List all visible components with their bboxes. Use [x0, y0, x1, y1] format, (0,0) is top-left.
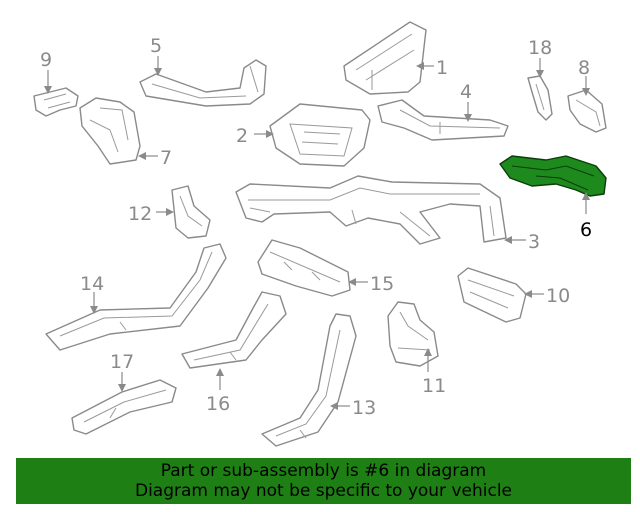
callout-label-7: 7: [160, 147, 172, 169]
arrow-2: [266, 130, 274, 138]
callout-label-16: 16: [206, 393, 230, 415]
callout-label-17: 17: [110, 351, 134, 373]
part-2: [269, 103, 371, 167]
callout-label-15: 15: [370, 273, 394, 295]
arrow-16: [216, 368, 224, 376]
callout-label-4: 4: [460, 81, 472, 103]
banner-line-1: Part or sub-assembly is #6 in diagram: [160, 461, 487, 481]
part-11: [387, 301, 439, 367]
part-3: [235, 175, 507, 245]
arrow-13: [330, 402, 338, 410]
arrow-9: [44, 86, 52, 94]
callout-label-3: 3: [528, 231, 540, 253]
part-13: [261, 313, 357, 447]
callout-label-13: 13: [352, 397, 376, 419]
callout-label-1: 1: [436, 57, 448, 79]
callout-label-12: 12: [128, 203, 152, 225]
part-10: [457, 267, 527, 323]
arrow-3: [504, 236, 512, 244]
arrow-7: [138, 152, 146, 160]
parts-diagram: 9 7 5 1 18 8 4: [33, 21, 607, 447]
callout-label-2: 2: [236, 125, 248, 147]
arrow-18: [536, 70, 544, 78]
part-14: [45, 243, 227, 351]
arrow-5: [154, 68, 162, 76]
callout-label-14: 14: [80, 273, 104, 295]
part-17: [71, 379, 177, 435]
callout-label-8: 8: [578, 57, 590, 79]
arrow-14: [90, 306, 98, 314]
arrow-10: [524, 290, 532, 298]
part-18: [527, 75, 553, 121]
part-1: [343, 21, 427, 95]
arrow-17: [118, 384, 126, 392]
arrow-4: [464, 114, 472, 122]
banner-line-2: Diagram may not be specific to your vehi…: [134, 481, 512, 501]
info-banner: Part or sub-assembly is #6 in diagram Di…: [16, 458, 631, 504]
arrow-15: [348, 278, 356, 286]
arrow-1: [416, 62, 424, 70]
callout-label-9: 9: [40, 49, 52, 71]
callout-label-11: 11: [422, 375, 446, 397]
part-15: [257, 239, 351, 297]
part-12: [171, 185, 211, 239]
part-5: [139, 59, 267, 107]
part-6: [499, 155, 607, 197]
part-4: [377, 99, 509, 141]
part-8: [567, 89, 607, 133]
callout-label-18: 18: [528, 37, 552, 59]
part-7: [79, 97, 141, 165]
part-9: [33, 87, 79, 117]
arrow-12: [166, 208, 174, 216]
arrow-8: [582, 88, 590, 96]
arrow-11: [424, 348, 432, 356]
callout-label-5: 5: [150, 35, 162, 57]
part-16: [181, 291, 287, 369]
callout-label-10: 10: [546, 285, 570, 307]
arrow-6: [582, 192, 590, 200]
callout-label-6: 6: [580, 219, 592, 241]
